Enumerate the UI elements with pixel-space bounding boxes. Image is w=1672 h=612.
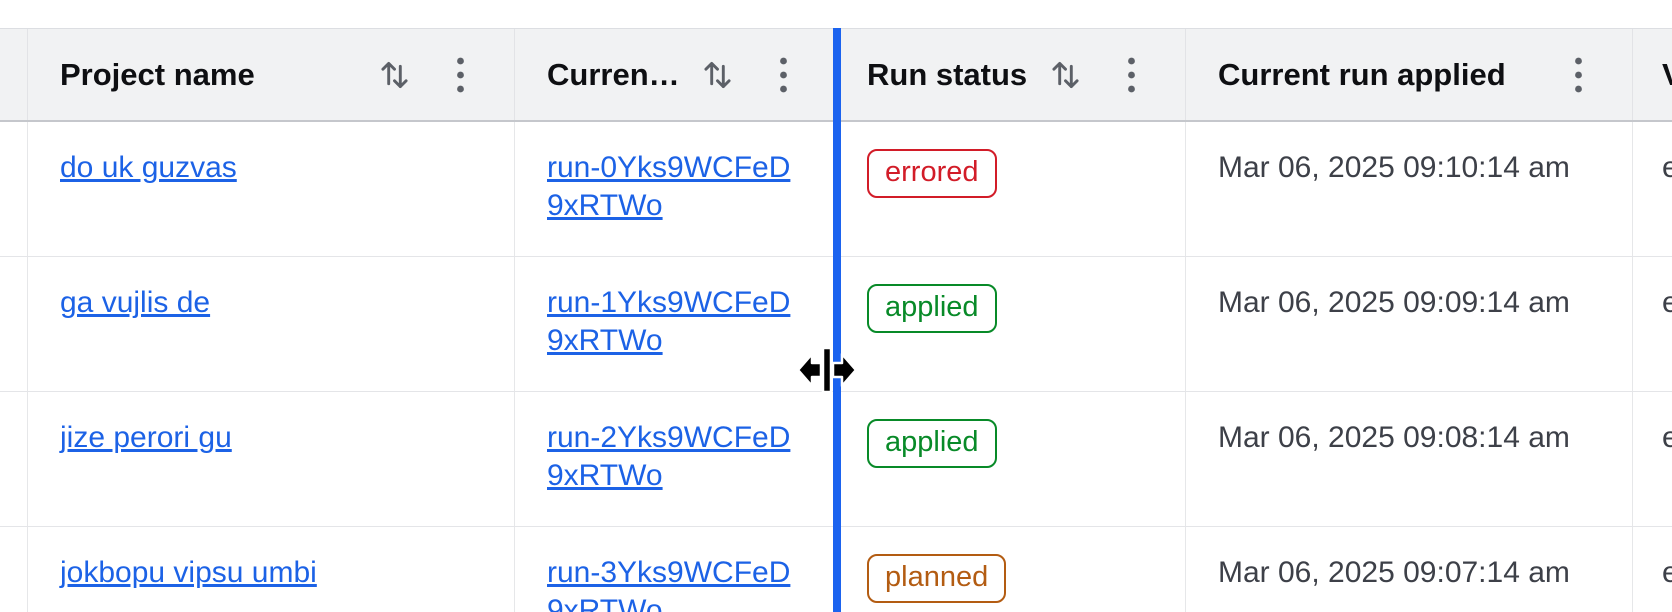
column-menu-button[interactable]: [1124, 53, 1139, 97]
run-link[interactable]: run-1Yks9WCFeD9xRTWo: [547, 286, 791, 357]
cell-spacer: [0, 527, 28, 612]
header-cell-overflow: V: [1633, 29, 1672, 120]
cell-spacer: [0, 257, 28, 391]
cell-current-run: run-0Yks9WCFeD9xRTWo: [515, 122, 838, 256]
cell-overflow: e: [1633, 392, 1672, 526]
header-cell-current-run-applied[interactable]: Current run applied: [1186, 29, 1633, 120]
applied-timestamp: Mar 06, 2025 09:10:14 am: [1218, 151, 1570, 184]
sort-arrows-icon: [1052, 61, 1079, 88]
column-menu-button[interactable]: [1571, 53, 1586, 97]
header-cell-spacer: [0, 29, 28, 120]
cell-spacer: [0, 392, 28, 526]
cell-overflow: e: [1633, 527, 1672, 612]
overflow-text: e: [1662, 421, 1672, 454]
run-link[interactable]: run-3Yks9WCFeD9xRTWo: [547, 556, 791, 612]
run-link[interactable]: run-2Yks9WCFeD9xRTWo: [547, 421, 791, 492]
sort-button[interactable]: [703, 59, 732, 91]
kebab-menu-icon: [780, 57, 787, 92]
run-link[interactable]: run-0Yks9WCFeD9xRTWo: [547, 151, 791, 222]
cell-current-run-applied: Mar 06, 2025 09:08:14 am: [1186, 392, 1633, 526]
project-link[interactable]: jokbopu vipsu umbi: [60, 556, 317, 589]
project-link[interactable]: do uk guzvas: [60, 151, 237, 184]
column-label-current-run: Curren…: [547, 56, 680, 92]
kebab-menu-icon: [1128, 57, 1135, 92]
header-cell-run-status[interactable]: Run status: [838, 29, 1186, 120]
cell-current-run-applied: Mar 06, 2025 09:09:14 am: [1186, 257, 1633, 391]
kebab-menu-icon: [457, 57, 464, 92]
cell-current-run: run-2Yks9WCFeD9xRTWo: [515, 392, 838, 526]
cell-run-status: applied: [838, 392, 1186, 526]
column-label-project-name: Project name: [60, 56, 255, 92]
cell-run-status: errored: [838, 122, 1186, 256]
column-menu-button[interactable]: [453, 53, 468, 97]
cell-project-name: jize perori gu: [28, 392, 515, 526]
run-status-badge: applied: [867, 419, 997, 468]
column-label-overflow: V: [1662, 57, 1672, 93]
cell-project-name: ga vujlis de: [28, 257, 515, 391]
sort-button[interactable]: [380, 59, 409, 91]
overflow-text: e: [1662, 556, 1672, 589]
run-status-badge: planned: [867, 554, 1007, 603]
run-status-badge: errored: [867, 149, 997, 198]
cell-current-run: run-1Yks9WCFeD9xRTWo: [515, 257, 838, 391]
overflow-text: e: [1662, 286, 1672, 319]
column-label-run-status: Run status: [867, 56, 1028, 92]
cell-current-run: run-3Yks9WCFeD9xRTWo: [515, 527, 838, 612]
sort-button[interactable]: [1051, 59, 1080, 91]
applied-timestamp: Mar 06, 2025 09:07:14 am: [1218, 556, 1570, 589]
cell-current-run-applied: Mar 06, 2025 09:10:14 am: [1186, 122, 1633, 256]
sort-arrows-icon: [704, 61, 731, 88]
overflow-text: e: [1662, 151, 1672, 184]
project-link[interactable]: jize perori gu: [60, 421, 232, 454]
column-label-current-run-applied: Current run applied: [1218, 56, 1506, 92]
applied-timestamp: Mar 06, 2025 09:08:14 am: [1218, 421, 1570, 454]
header-cell-project-name[interactable]: Project name: [28, 29, 515, 120]
kebab-menu-icon: [1575, 57, 1582, 92]
applied-timestamp: Mar 06, 2025 09:09:14 am: [1218, 286, 1570, 319]
column-resize-line[interactable]: [833, 28, 841, 612]
column-menu-button[interactable]: [776, 53, 791, 97]
header-cell-current-run[interactable]: Curren…: [515, 29, 838, 120]
cell-spacer: [0, 122, 28, 256]
cell-run-status: planned: [838, 527, 1186, 612]
cell-project-name: jokbopu vipsu umbi: [28, 527, 515, 612]
sort-arrows-icon: [381, 61, 408, 88]
cell-overflow: e: [1633, 122, 1672, 256]
cell-current-run-applied: Mar 06, 2025 09:07:14 am: [1186, 527, 1633, 612]
run-status-badge: applied: [867, 284, 997, 333]
cell-project-name: do uk guzvas: [28, 122, 515, 256]
cell-run-status: applied: [838, 257, 1186, 391]
project-link[interactable]: ga vujlis de: [60, 286, 211, 319]
cell-overflow: e: [1633, 257, 1672, 391]
